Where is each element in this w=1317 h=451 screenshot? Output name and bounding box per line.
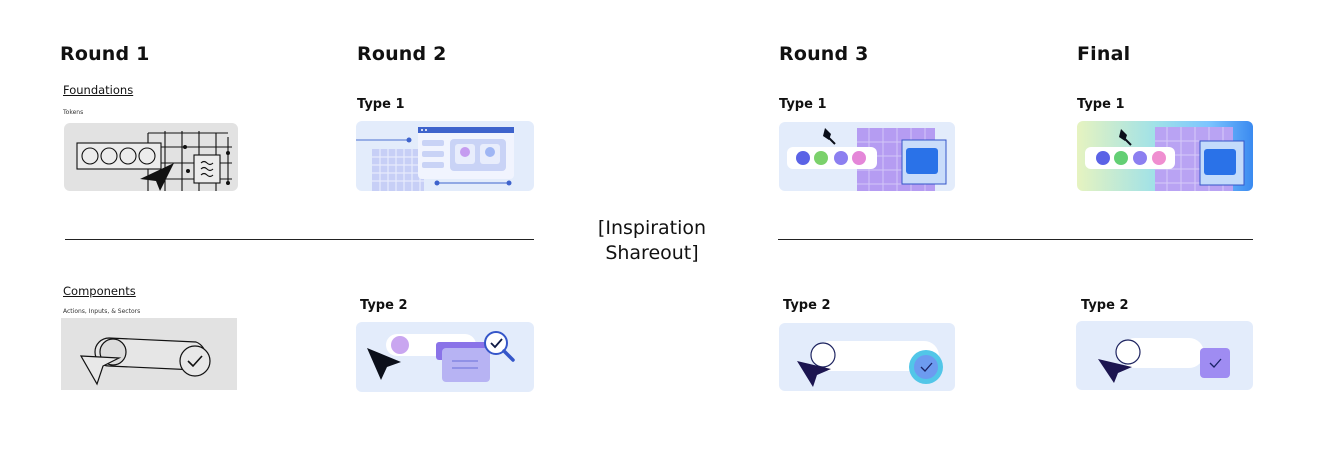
components-heading: Components	[63, 284, 136, 298]
round-1-title: Round 1	[60, 43, 150, 65]
foundations-heading: Foundations	[63, 83, 134, 97]
round-2-title: Round 2	[357, 43, 447, 65]
round-3-title: Round 3	[779, 43, 869, 65]
components-sketch-card	[61, 318, 237, 390]
inspiration-shareout-line1: [Inspiration	[597, 217, 707, 239]
inspiration-shareout-line2: Shareout]	[605, 242, 699, 264]
round2-type1-illustration	[356, 127, 514, 191]
final-type2-label: Type 2	[1081, 298, 1129, 313]
tokens-label: Tokens	[63, 109, 84, 116]
final-title: Final	[1077, 43, 1131, 65]
round3-type1-label: Type 1	[779, 97, 827, 112]
round3-type2-illustration	[797, 341, 943, 387]
timeline-divider-right	[778, 239, 1253, 240]
final-type2-card	[1076, 321, 1253, 390]
final-type2-illustration	[1098, 338, 1230, 383]
round2-type2-card	[356, 322, 534, 392]
round2-type2-illustration	[367, 331, 515, 382]
final-type1-illustration	[1085, 127, 1245, 191]
round3-type1-illustration	[787, 128, 947, 191]
components-sub-label: Actions, Inputs, & Sectors	[63, 308, 141, 315]
inspiration-shareout-label: [Inspiration Shareout]	[577, 216, 727, 266]
round3-type2-card	[779, 323, 955, 391]
round3-type1-card	[779, 122, 955, 191]
final-type1-label: Type 1	[1077, 97, 1125, 112]
components-sketch	[79, 337, 211, 386]
final-type1-card	[1077, 121, 1253, 191]
foundations-sketch-card	[64, 123, 238, 191]
timeline-divider-left	[65, 239, 534, 240]
round3-type2-label: Type 2	[783, 298, 831, 313]
round2-type1-label: Type 1	[357, 97, 405, 112]
foundations-sketch	[76, 131, 232, 191]
round2-type1-card	[356, 121, 534, 191]
round2-type2-label: Type 2	[360, 298, 408, 313]
